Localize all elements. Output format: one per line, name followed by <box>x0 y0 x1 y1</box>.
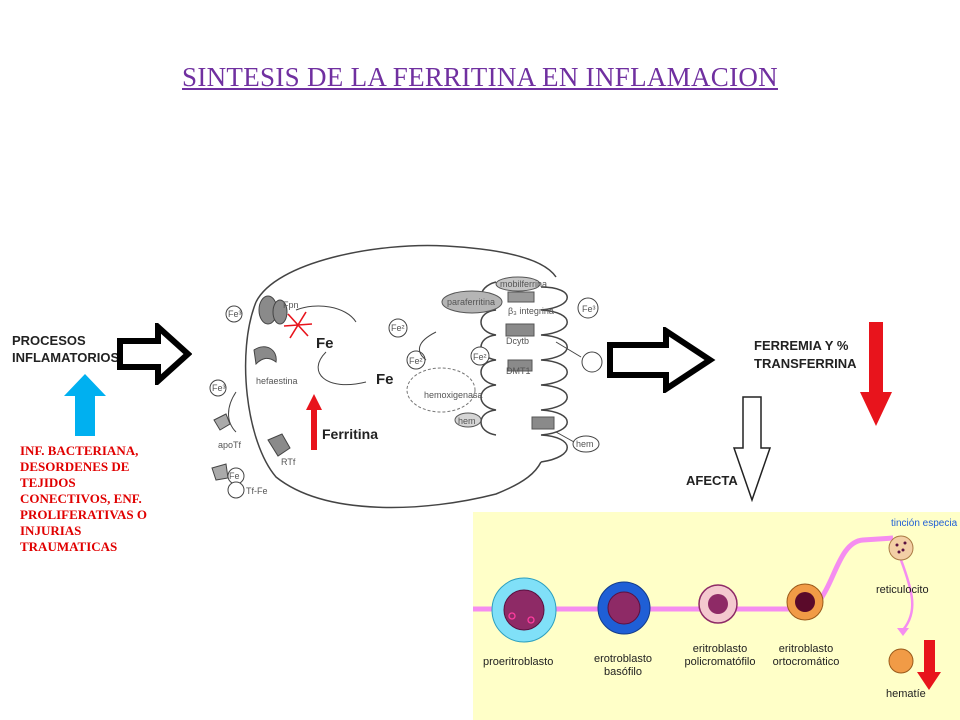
hem-label: hem <box>458 416 476 426</box>
hefaestina-label: hefaestina <box>256 376 298 386</box>
tf-fe-label: Tf-Fe <box>246 486 268 496</box>
fe2-label: Fe² <box>409 356 423 366</box>
blue-up-arrow-icon <box>64 374 106 436</box>
cause-line: TEJIDOS <box>20 475 76 490</box>
cause-line: INF. BACTERIANA, <box>20 443 139 458</box>
cause-line: TRAUMATICAS <box>20 539 118 554</box>
rtf-label: RTf <box>281 457 296 467</box>
erythropoiesis-diagram <box>473 535 941 690</box>
hem-label: hem <box>576 439 594 449</box>
apotf-label: apoTf <box>218 440 242 450</box>
cause-line: PROLIFERATIVAS O <box>20 507 148 522</box>
fe2-label: Fe² <box>473 352 487 362</box>
label-line: TRANSFERRINA <box>754 356 857 371</box>
erotroblasto-basofilo-label: erotroblasto basófilo <box>592 653 654 679</box>
outline-right-arrow-icon <box>607 327 716 393</box>
label-line: policromatófilo <box>684 656 756 668</box>
inflammation-causes: INF. BACTERIANA, DESORDENES DE TEJIDOS C… <box>20 443 180 555</box>
fe-small-label: Fe <box>229 471 240 481</box>
hemoxigenasa-label: hemoxigenasa <box>424 390 483 400</box>
label-line: erotroblasto <box>593 653 653 665</box>
ferritina-label: Ferritina <box>322 426 379 442</box>
page-title: SINTESIS DE LA FERRITINA EN INFLAMACION <box>182 62 778 92</box>
reticulocito-label: reticulocito <box>876 584 929 596</box>
red-down-arrow-icon <box>860 322 892 426</box>
hematie-label: hematíe <box>886 688 926 700</box>
dcytb-label: Dcytb <box>506 336 530 346</box>
fe2-label: Fe² <box>391 323 405 333</box>
proeritroblasto-label: proeritroblasto <box>483 656 554 668</box>
fe-label: Fe <box>316 335 334 352</box>
fe3-label: Fe³ <box>212 383 226 393</box>
cause-line: CONECTIVOS, ENF. <box>20 491 142 506</box>
outline-down-arrow-icon <box>733 396 771 502</box>
fe3-label: Fe³ <box>582 304 596 314</box>
label-line: eritroblasto <box>692 643 748 655</box>
fe3-label: Fe³ <box>228 309 242 319</box>
paraferritina-label: paraferritina <box>447 297 496 307</box>
label-line: basófilo <box>604 666 642 678</box>
label-line: FERREMIA Y % <box>754 338 849 353</box>
dmt1-label: DMT1 <box>506 366 531 376</box>
cause-line: INJURIAS <box>20 523 82 538</box>
enterocyte-cell-diagram <box>209 244 603 509</box>
tincion-label: tinción especia <box>891 518 958 529</box>
inflammatory-processes-label: PROCESOS INFLAMATORIOS <box>12 332 119 366</box>
eritroblasto-ortocromatico-label: eritroblasto ortocromático <box>768 643 844 669</box>
integrina-label: β₃ integrina <box>508 306 554 316</box>
label-line: eritroblasto <box>778 643 834 655</box>
ferremia-label: FERREMIA Y % TRANSFERRINA <box>754 337 857 373</box>
mobilferrina-label: mobilferrina <box>500 279 548 289</box>
label-line: INFLAMATORIOS <box>12 350 120 365</box>
label-line: PROCESOS <box>12 333 86 348</box>
fpn-label: Fpn <box>283 300 299 310</box>
afecta-label: AFECTA <box>686 473 738 488</box>
cause-line: DESORDENES DE <box>20 459 130 474</box>
fe-label: Fe <box>376 371 394 388</box>
label-line: ortocromático <box>772 656 840 668</box>
eritroblasto-policromatofilo-label: eritroblasto policromatófilo <box>680 643 760 669</box>
outline-right-arrow-icon <box>117 323 192 385</box>
